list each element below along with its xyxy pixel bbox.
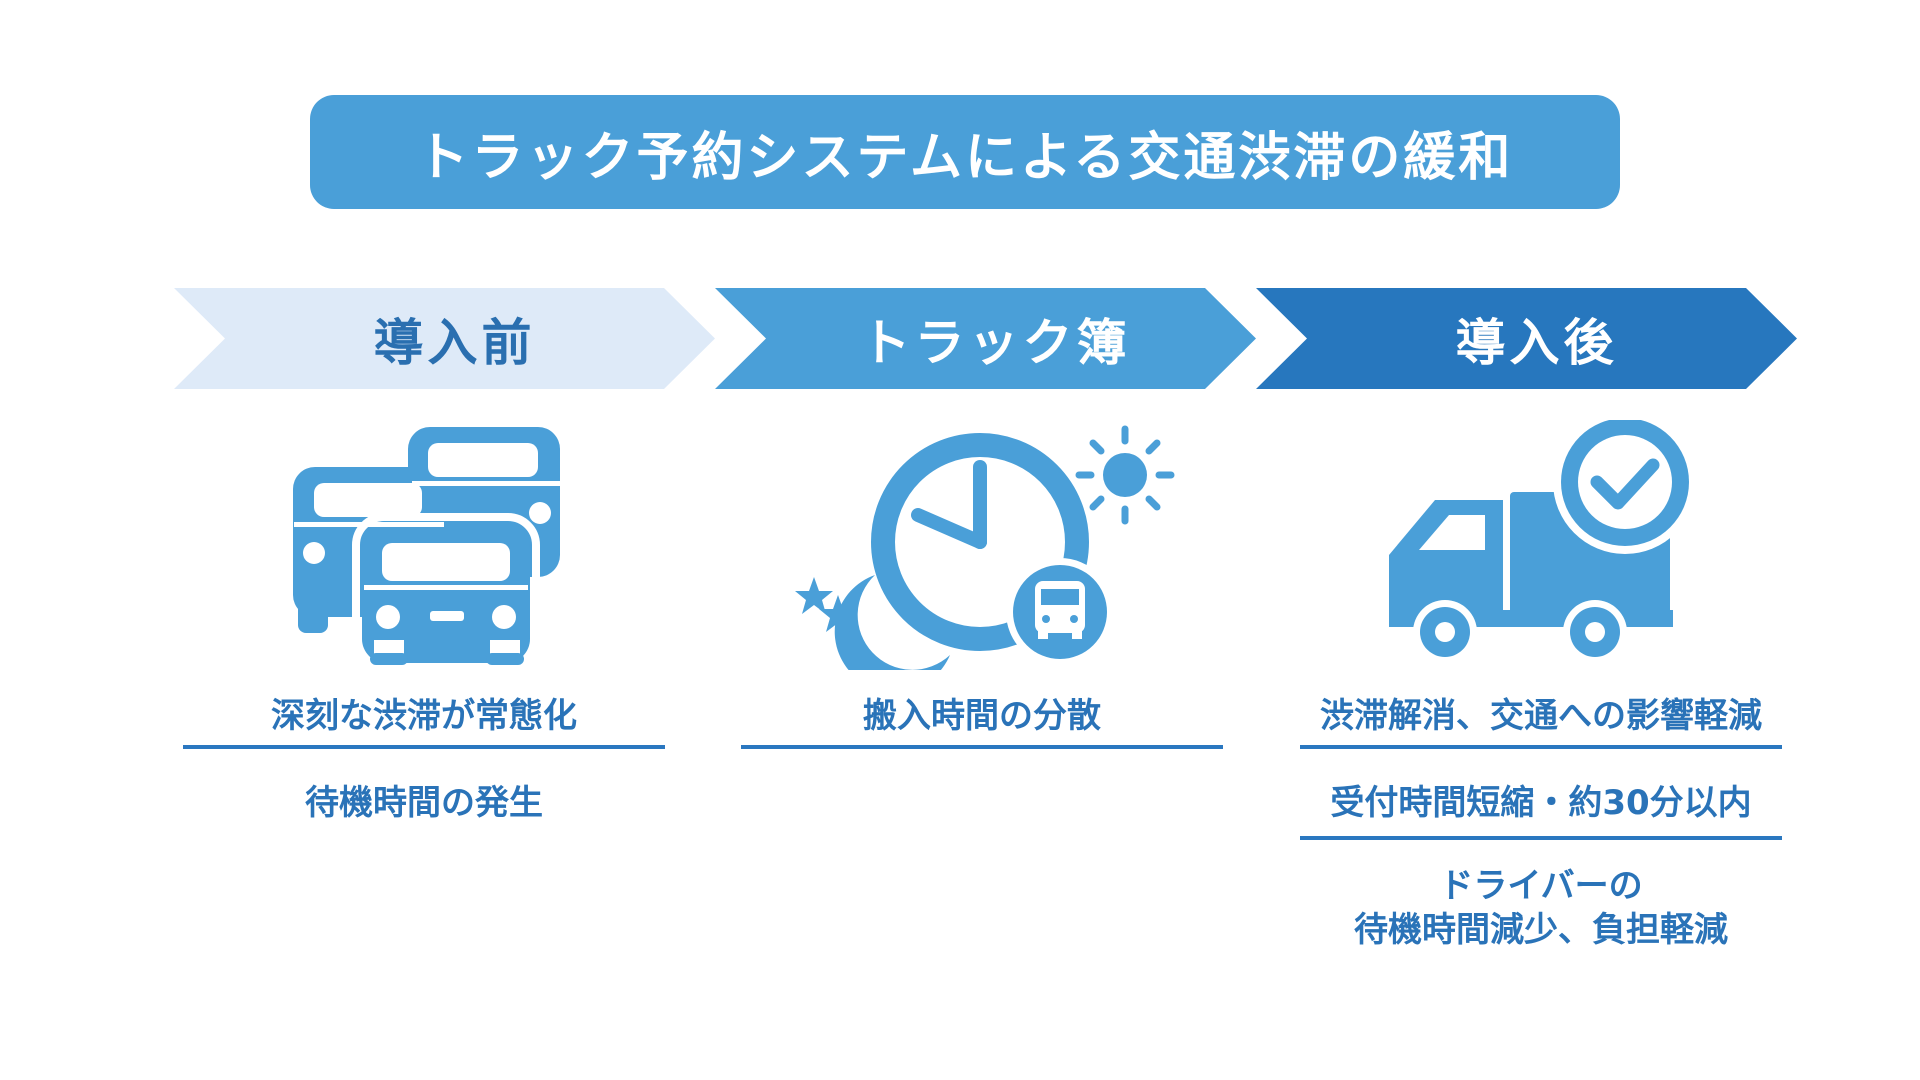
step-label-after: 導入後 <box>1455 313 1618 372</box>
traffic-jam-cars-icon <box>290 425 565 665</box>
step-arrow-before: 導入前 <box>174 288 715 389</box>
after-divider-2 <box>1300 836 1782 840</box>
after-item-1: 渋滞解消、交通への影響軽減 <box>1320 696 1762 736</box>
after-divider-1 <box>1300 745 1782 749</box>
truck-checkmark-icon <box>1385 420 1700 670</box>
middle-divider <box>741 745 1223 749</box>
before-divider <box>183 745 665 749</box>
step-label-before: 導入前 <box>373 313 536 372</box>
step-label-middle: トラック簿 <box>860 313 1131 372</box>
before-item-2: 待機時間の発生 <box>305 783 543 823</box>
clock-day-night-truck-icon <box>790 425 1180 670</box>
title-banner: トラック予約システムによる交通渋滞の緩和 <box>310 95 1620 209</box>
middle-item-1: 搬入時間の分散 <box>863 696 1101 736</box>
page-title: トラック予約システムによる交通渋滞の緩和 <box>416 127 1514 188</box>
after-item-2: 受付時間短縮・約30分以内 <box>1330 783 1752 823</box>
before-item-1: 深刻な渋滞が常態化 <box>271 696 577 736</box>
step-arrow-middle: トラック簿 <box>715 288 1256 389</box>
step-arrow-after: 導入後 <box>1256 288 1797 389</box>
after-item-3: ドライバーの 待機時間減少、負担軽減 <box>1354 866 1728 950</box>
